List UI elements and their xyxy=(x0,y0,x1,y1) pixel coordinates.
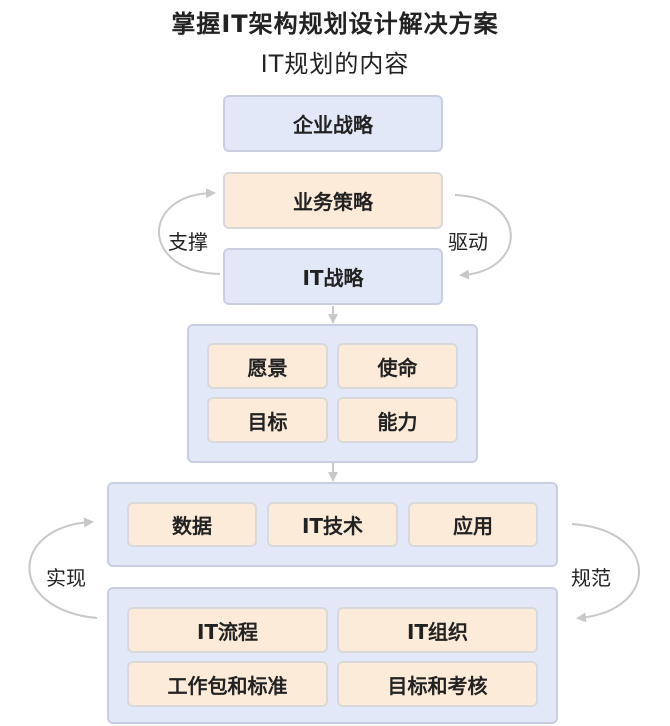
work-package-standard-chip: 工作包和标准 xyxy=(127,661,328,707)
support-label: 支撑 xyxy=(168,230,208,254)
it-technology-chip: IT技术 xyxy=(267,502,398,547)
application-chip: 应用 xyxy=(408,502,538,547)
goal-assessment-chip: 目标和考核 xyxy=(337,661,538,707)
realize-arrow xyxy=(28,517,98,619)
data-chip: 数据 xyxy=(127,502,257,547)
enterprise-strategy-box: 企业战略 xyxy=(223,95,443,152)
realize-label: 实现 xyxy=(46,566,86,590)
goal-chip: 目标 xyxy=(207,397,328,443)
support-arrow xyxy=(158,188,221,275)
business-strategy-box: 业务策略 xyxy=(223,172,443,229)
diagram-title: 掌握IT架构规划设计解决方案 xyxy=(171,10,499,38)
diagram-subtitle: IT规划的内容 xyxy=(260,50,410,78)
drive-label: 驱动 xyxy=(448,230,488,254)
capability-chip: 能力 xyxy=(337,397,458,443)
mission-chip: 使命 xyxy=(337,343,458,389)
standardize-arrow xyxy=(571,523,640,623)
it-process-chip: IT流程 xyxy=(127,607,328,653)
standardize-label: 规范 xyxy=(571,566,611,590)
vision-chip: 愿景 xyxy=(207,343,328,389)
drive-arrow xyxy=(454,194,512,280)
it-strategy-box: IT战略 xyxy=(223,248,443,305)
it-organization-chip: IT组织 xyxy=(337,607,538,653)
